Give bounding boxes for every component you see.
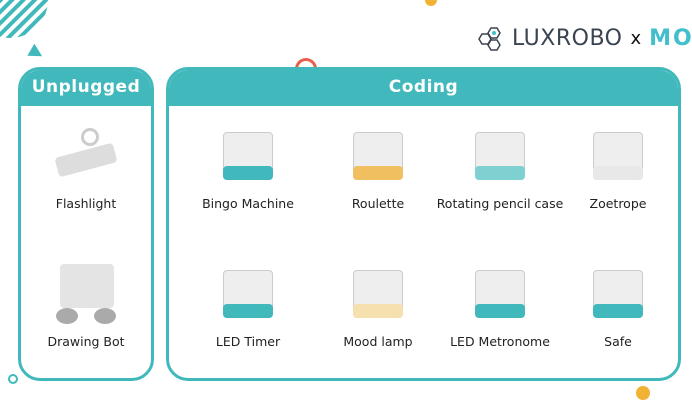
product-bingo-machine[interactable]: Bingo Machine (183, 120, 313, 211)
product-led-timer[interactable]: LED Timer (183, 258, 313, 349)
product-zoetrope[interactable]: Zoetrope (553, 120, 678, 211)
coding-panel: Coding Bingo Machine Roulette Rotating pen… (166, 67, 681, 381)
product-drawing-bot[interactable]: Drawing Bot (21, 258, 151, 349)
product-image (460, 258, 540, 328)
product-image (208, 258, 288, 328)
product-image (208, 120, 288, 190)
product-mood-lamp[interactable]: Mood lamp (313, 258, 443, 349)
luxrobo-hexagon-icon (478, 27, 501, 51)
product-label: Zoetrope (589, 196, 647, 211)
product-image (460, 120, 540, 190)
brand-logo: LUXROBO x MODI (474, 24, 692, 52)
coding-title: Coding (169, 70, 678, 106)
product-label: Mood lamp (343, 334, 413, 349)
yellow-dot-decoration (425, 0, 437, 6)
product-roulette[interactable]: Roulette (313, 120, 443, 211)
product-label: LED Timer (215, 334, 281, 349)
product-label: Roulette (351, 196, 405, 211)
product-led-metronome[interactable]: LED Metronome (435, 258, 565, 349)
luxrobo-wordmark: LUXROBO (512, 25, 623, 51)
unplugged-title: Unplugged (21, 70, 151, 106)
unplugged-panel: Unplugged Flashlight Drawing Bot (18, 67, 154, 381)
product-label: Bingo Machine (202, 196, 294, 211)
product-safe[interactable]: Safe (553, 258, 678, 349)
striped-circle-decoration (0, 0, 48, 38)
drawing-bot-image (46, 258, 126, 328)
modi-wordmark: MODI (649, 25, 692, 51)
product-label: LED Metronome (450, 334, 550, 349)
flashlight-image (46, 120, 126, 190)
product-image (578, 258, 658, 328)
ring-decoration (8, 374, 18, 384)
product-image (338, 258, 418, 328)
product-label: Rotating pencil case (436, 196, 564, 211)
yellow-dot-decoration (636, 386, 650, 400)
product-flashlight[interactable]: Flashlight (21, 120, 151, 211)
teal-triangle-decoration (27, 43, 46, 63)
product-label: Safe (604, 334, 632, 349)
product-image (578, 120, 658, 190)
product-rotating-pencil-case[interactable]: Rotating pencil case (435, 120, 565, 211)
collab-x: x (630, 27, 642, 49)
product-image (338, 120, 418, 190)
